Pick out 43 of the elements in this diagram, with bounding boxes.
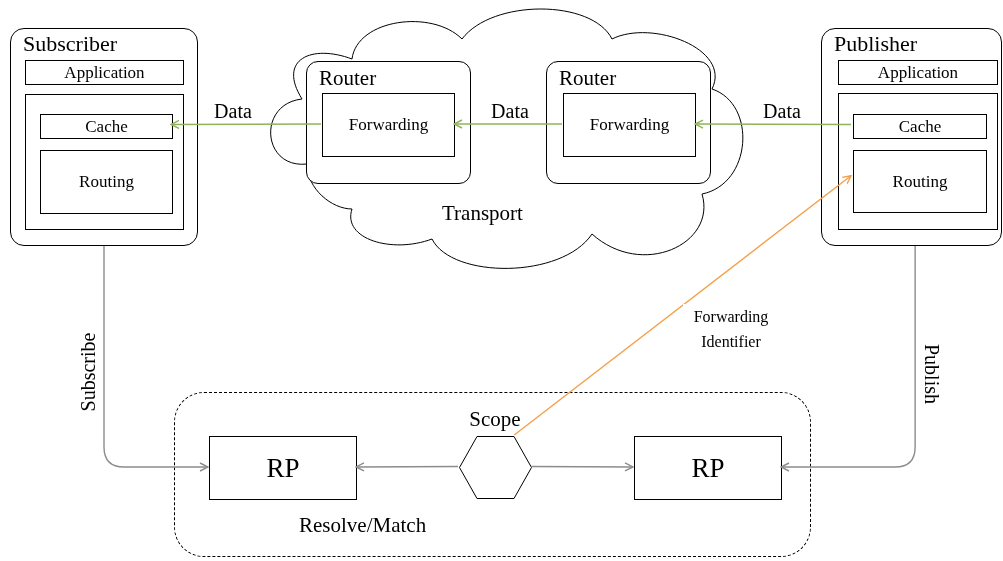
arrow	[780, 245, 916, 472]
box-label: RP	[691, 453, 725, 483]
arrow	[355, 462, 459, 472]
router-box	[306, 61, 471, 184]
node-container	[10, 28, 198, 246]
layer-box	[322, 93, 455, 157]
dashed-region	[174, 392, 811, 557]
node-container	[821, 28, 1002, 246]
cloud-label: Transport	[442, 201, 523, 225]
hexagon	[459, 436, 532, 499]
layer-box	[853, 150, 987, 213]
process-box	[634, 436, 782, 500]
arrow	[170, 119, 322, 130]
layer-box	[40, 150, 173, 214]
hexagon-label: Scope	[469, 407, 521, 431]
node-title: Publisher	[834, 31, 918, 56]
box-label: Cache	[898, 116, 942, 137]
process-box	[209, 436, 357, 500]
region-label: Resolve/Match	[299, 513, 427, 537]
layer-box	[563, 93, 696, 157]
box-label: Cache	[85, 116, 128, 137]
box-label: Application	[64, 62, 145, 83]
box-label: Forwarding	[589, 115, 670, 135]
layer-box	[853, 114, 987, 139]
layer-box	[40, 114, 173, 139]
arrow	[694, 119, 852, 129]
node-title: Router	[559, 66, 617, 90]
router-box	[546, 61, 711, 184]
arrow	[103, 245, 209, 472]
layer-box	[25, 60, 184, 85]
box-label: Routing	[892, 171, 948, 192]
layer-box	[838, 93, 998, 230]
arrow	[453, 119, 563, 129]
layer-box	[25, 94, 184, 230]
arrow	[530, 462, 634, 472]
node-title: Subscriber	[23, 31, 118, 56]
box-label: Routing	[79, 172, 134, 192]
box-label: Application	[877, 62, 959, 83]
layer-box	[838, 60, 998, 85]
box-label: RP	[266, 453, 300, 483]
arrow	[513, 175, 852, 436]
node-title: Router	[319, 66, 377, 90]
box-label: Forwarding	[348, 115, 429, 135]
